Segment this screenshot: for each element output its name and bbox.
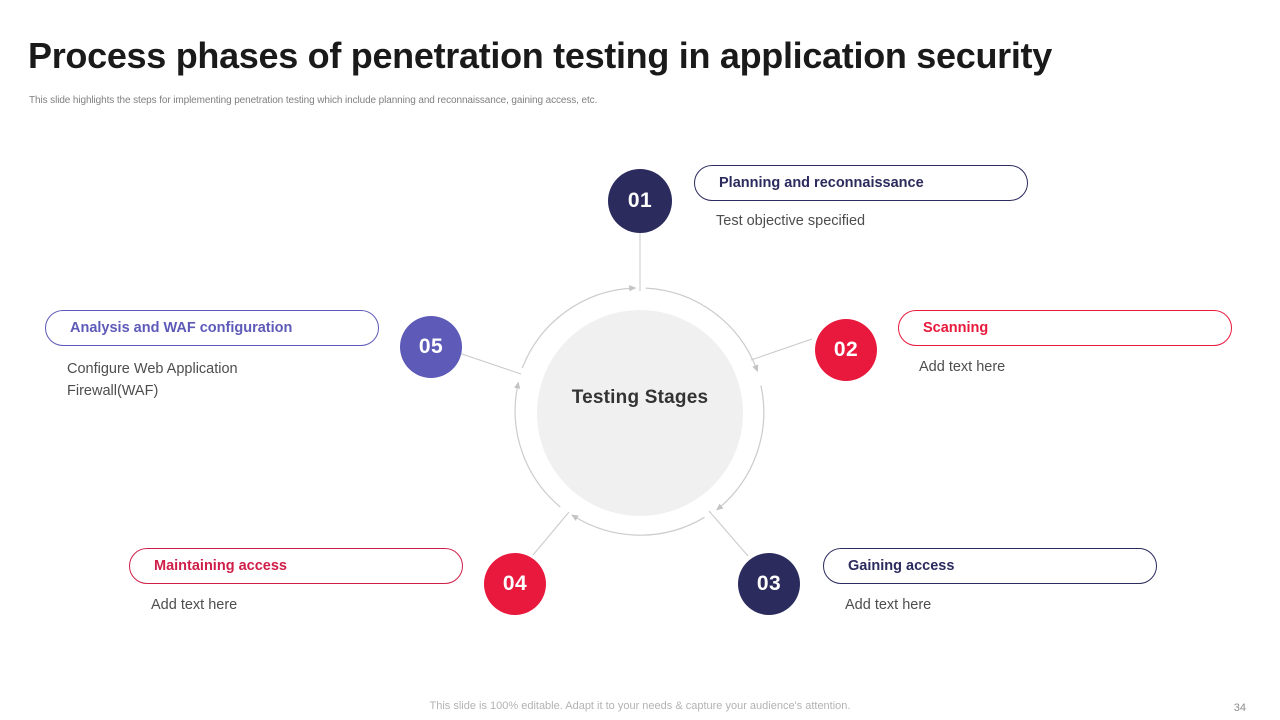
page-number: 34 xyxy=(1233,702,1246,714)
connector-05 xyxy=(458,352,522,375)
page-title: Process phases of penetration testing in… xyxy=(28,35,1052,76)
cycle-ring xyxy=(514,285,765,536)
hub-label: Testing Stages xyxy=(571,387,709,408)
connector-02 xyxy=(750,338,813,361)
ring-arc-3 xyxy=(571,514,705,536)
step-pill-04[interactable]: Maintaining access xyxy=(129,548,463,584)
step-pill-05[interactable]: Analysis and WAF configuration xyxy=(45,310,379,346)
step-badge-02-number: 02 xyxy=(833,338,859,361)
step-badge-01[interactable]: 01 xyxy=(608,169,672,233)
step-badge-03-number: 03 xyxy=(756,572,782,595)
page-subtitle: This slide highlights the steps for impl… xyxy=(29,95,598,106)
step-badge-02[interactable]: 02 xyxy=(815,319,877,381)
ring-arc-4 xyxy=(514,381,561,508)
connector-lines xyxy=(458,232,813,557)
step-pill-03[interactable]: Gaining access xyxy=(823,548,1157,584)
step-description-02: Add text here xyxy=(919,359,1006,375)
step-title-04: Maintaining access xyxy=(154,558,287,574)
step-title-05: Analysis and WAF configuration xyxy=(70,320,293,336)
step-badge-04-number: 04 xyxy=(502,572,528,595)
ring-arc-2 xyxy=(716,385,765,511)
step-badge-01-number: 01 xyxy=(627,189,653,212)
step-description-04: Add text here xyxy=(151,597,238,613)
ring-arc-1 xyxy=(645,287,759,373)
connector-04 xyxy=(532,511,570,556)
step-description-05: Configure Web Application Firewall(WAF) xyxy=(67,361,238,400)
footer-note: This slide is 100% editable. Adapt it to… xyxy=(429,700,851,712)
step-title-01: Planning and reconnaissance xyxy=(719,175,924,191)
step-description-03: Add text here xyxy=(845,597,932,613)
connector-03 xyxy=(708,510,749,557)
step-description-01: Test objective specified xyxy=(716,213,866,229)
step-badge-04[interactable]: 04 xyxy=(484,553,546,615)
step-title-02: Scanning xyxy=(923,320,989,336)
step-badge-05-number: 05 xyxy=(418,335,444,358)
step-title-03: Gaining access xyxy=(848,558,955,574)
step-badge-05[interactable]: 05 xyxy=(400,316,462,378)
ring-arc-5 xyxy=(521,285,637,369)
step-pill-02[interactable]: Scanning xyxy=(898,310,1232,346)
step-badge-03[interactable]: 03 xyxy=(738,553,800,615)
step-pill-01[interactable]: Planning and reconnaissance xyxy=(694,165,1028,201)
hub-circle xyxy=(537,310,743,516)
